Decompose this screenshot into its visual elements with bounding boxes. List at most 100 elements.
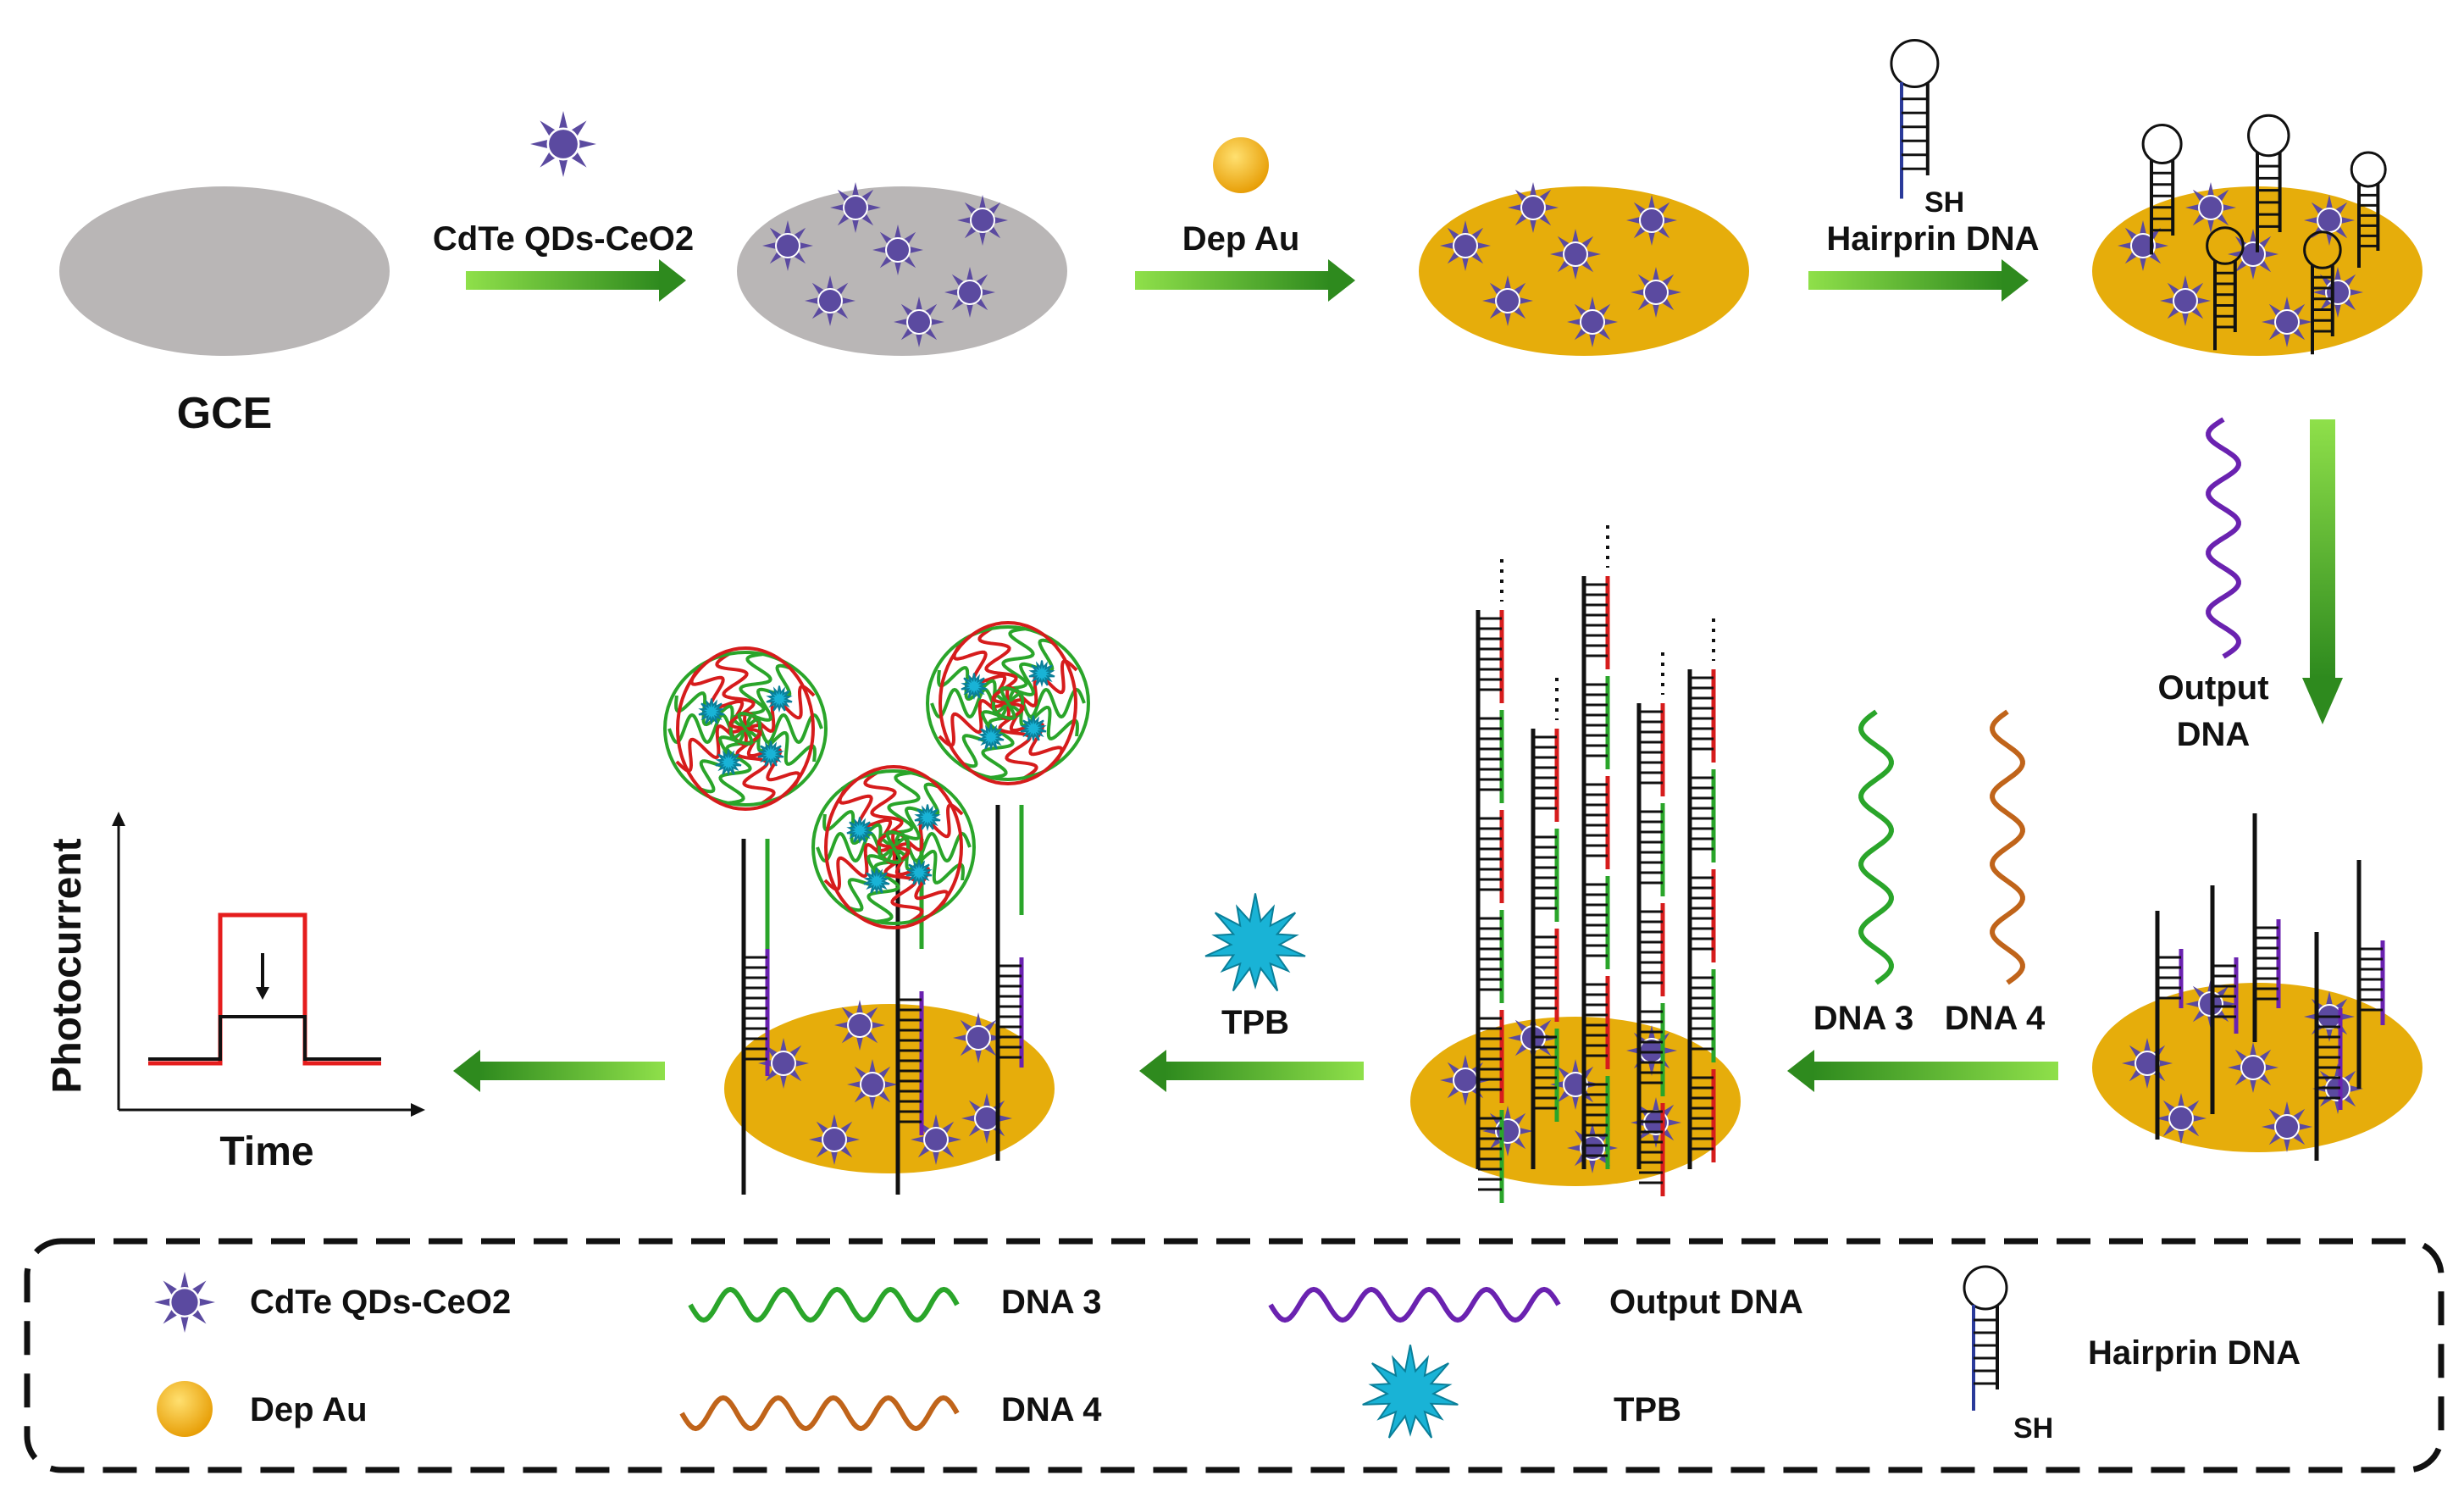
qd-star-marker <box>2262 1101 2312 1152</box>
arrow-step1 <box>466 259 686 302</box>
tpb-star-icon-step <box>1204 893 1306 992</box>
tpb-star-marker <box>961 673 988 701</box>
step3-label: Hairprin DNA <box>1826 220 2039 258</box>
qd-star-marker <box>1550 229 1601 280</box>
tpb-step-label: TPB <box>1221 1004 1289 1041</box>
hairpin-icon <box>1963 1265 2008 1411</box>
output-dna-wave <box>2206 417 2241 659</box>
tpb-electrode <box>724 1004 1055 1173</box>
tpb-star-icon <box>1362 1345 1459 1439</box>
tpb-star-marker <box>715 749 742 777</box>
arrow-step4 <box>2302 419 2343 724</box>
y-axis-label: Photocurrent <box>45 838 90 1093</box>
tpb-star-marker <box>1020 715 1047 743</box>
immobilized-hairpins <box>2141 114 2387 355</box>
tpb-star-marker <box>977 724 1005 752</box>
qd-star-marker <box>1440 220 1491 271</box>
qd-star-marker <box>762 220 813 271</box>
dna-hydrogel-particle <box>663 646 828 811</box>
opened-duplexes <box>2155 813 2385 1161</box>
qd-star-marker <box>834 1000 885 1051</box>
qd-star-marker <box>957 195 1008 246</box>
dna-duplex <box>2210 885 2239 1114</box>
qd-star-marker <box>2156 1093 2207 1144</box>
dna-duplex <box>2314 932 2343 1161</box>
tpb-star-marker <box>698 698 725 726</box>
tpb-star-marker <box>905 859 933 887</box>
hcr-polymers <box>1476 525 1716 1203</box>
step4-label-line1: Output <box>2157 669 2268 707</box>
qd-star-marker <box>847 1059 898 1110</box>
hairpin-dna <box>1890 39 1940 199</box>
tpb-star-marker <box>1362 1345 1459 1439</box>
hcr-polymer <box>1476 559 1504 1203</box>
tpb-star-marker <box>766 685 793 713</box>
hcr-polymer <box>1636 652 1665 1196</box>
qd-star-marker <box>154 1272 215 1333</box>
dna-duplex <box>995 805 1024 1161</box>
qd-star-marker <box>809 1114 860 1165</box>
qd-star-marker <box>830 182 881 233</box>
dna3-label: DNA 3 <box>1813 1000 1914 1037</box>
qd-star-marker <box>872 225 923 275</box>
hcr-polymer <box>1687 618 1716 1169</box>
qd-star-marker <box>2122 1038 2173 1089</box>
legend-label-dna3: DNA 3 <box>1001 1284 1102 1321</box>
qd-star-marker <box>1626 195 1677 246</box>
green-wave-icon <box>688 1286 960 1323</box>
legend-label-dna4: DNA 4 <box>1001 1391 1102 1428</box>
qd-star-marker <box>2118 220 2168 271</box>
hairpin-dna <box>2303 230 2342 355</box>
hairpin-icon-top <box>1890 39 1940 199</box>
dna-hydrogel-particle <box>811 765 976 929</box>
tpb-star-marker <box>846 817 873 845</box>
qd-star-marker <box>530 111 596 177</box>
hairpin-dna <box>2141 124 2183 255</box>
hcr-polymer <box>1531 678 1559 1169</box>
dna-duplex <box>2356 860 2385 1089</box>
arrow-step3 <box>1808 259 2029 302</box>
dna4-wave <box>1990 709 2025 985</box>
tpb-star-marker <box>1028 660 1055 688</box>
step4-label-line2: DNA <box>2177 716 2251 753</box>
hairpin-sh-label: SH <box>1924 186 1964 219</box>
qd-star-marker <box>2160 275 2211 326</box>
qd-star-marker <box>944 267 995 318</box>
qd-star-marker <box>894 297 944 347</box>
x-axis-label: Time <box>219 1129 313 1174</box>
qd-star-marker <box>1567 1123 1618 1173</box>
hairpin-dna <box>1963 1265 2008 1411</box>
gce-electrode <box>59 186 390 356</box>
qd-star-marker <box>758 1038 809 1089</box>
qd-star-marker <box>805 275 855 326</box>
au-electrode <box>1419 186 1749 356</box>
qd-star-icon-top <box>530 111 596 177</box>
qd-star-marker <box>2228 1042 2279 1093</box>
purple-wave-icon <box>1268 1286 1561 1323</box>
arrow-step5 <box>1787 1050 2058 1092</box>
step1-label: CdTe QDs-CeO2 <box>433 220 694 258</box>
au-sphere-icon-top <box>1213 137 1269 193</box>
qd-star-marker <box>2304 195 2355 246</box>
gce-label: GCE <box>177 389 273 438</box>
qd-star-marker <box>1508 182 1559 233</box>
qd-star-icon <box>154 1272 215 1333</box>
hcr-polymer <box>1581 525 1610 1169</box>
tpb-star-marker <box>914 804 941 832</box>
qd-star-marker <box>2262 297 2312 347</box>
tpb-binding-stage <box>663 621 1090 1195</box>
legend-label-hairpin: Hairprin DNA <box>2088 1334 2301 1372</box>
output-dna-strand <box>2206 417 2241 659</box>
hairpin-dna <box>2350 151 2387 268</box>
photocurrent-plot <box>112 812 425 1117</box>
qd-star-marker <box>1631 267 1681 318</box>
tpb-star-marker <box>863 868 890 896</box>
dna-duplex <box>895 839 924 1195</box>
qd-star-marker <box>1567 297 1618 347</box>
dna-duplex <box>2252 813 2281 1042</box>
dna-hydrogel-particle <box>926 621 1090 785</box>
qd-modified-electrode <box>737 186 1067 356</box>
tpb-star-marker <box>757 740 784 768</box>
hairpin-dna <box>2247 114 2290 252</box>
